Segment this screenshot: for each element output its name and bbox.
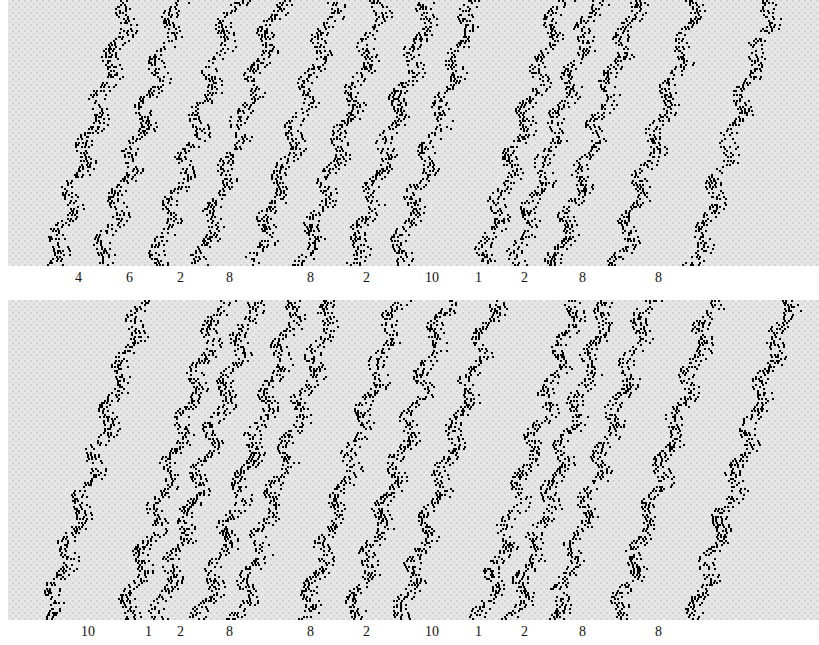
count-label: 8 (307, 625, 314, 639)
count-label: 2 (363, 271, 370, 285)
count-label: 2 (521, 625, 528, 639)
count-label: 2 (521, 271, 528, 285)
glider-strand (549, 300, 663, 620)
count-label: 4 (75, 271, 82, 285)
glider-strand (93, 0, 190, 266)
glider-strand (47, 0, 138, 266)
count-label: 10 (81, 625, 95, 639)
count-label: 1 (145, 625, 152, 639)
count-label: 2 (177, 625, 184, 639)
count-label: 8 (579, 271, 586, 285)
count-label: 8 (655, 271, 662, 285)
count-label: 1 (475, 625, 482, 639)
glider-strand (342, 2, 438, 266)
count-label: 10 (425, 271, 439, 285)
glider-strand (685, 300, 802, 620)
count-label: 1 (475, 271, 482, 285)
glider-strand (190, 0, 293, 266)
count-label: 2 (177, 271, 184, 285)
glider-strand (295, 300, 412, 620)
glider-strand (506, 0, 610, 266)
count-label: 8 (655, 625, 662, 639)
glider-strand (44, 300, 150, 620)
glider-strand (118, 300, 237, 620)
glider-strand (290, 0, 393, 266)
glider-strand (604, 0, 706, 266)
count-label: 2 (363, 625, 370, 639)
count-label: 10 (425, 625, 439, 639)
glider-strand (390, 0, 480, 266)
glider-strand (610, 300, 725, 620)
count-label: 6 (126, 271, 133, 285)
glider-strand (682, 0, 782, 266)
count-label: 8 (579, 625, 586, 639)
glider-strand (244, 2, 346, 266)
count-label: 8 (226, 271, 233, 285)
count-label: 8 (226, 625, 233, 639)
glider-strand (500, 300, 613, 620)
glider-strand (345, 300, 457, 620)
count-label: 8 (307, 271, 314, 285)
glider-strand (474, 0, 576, 266)
